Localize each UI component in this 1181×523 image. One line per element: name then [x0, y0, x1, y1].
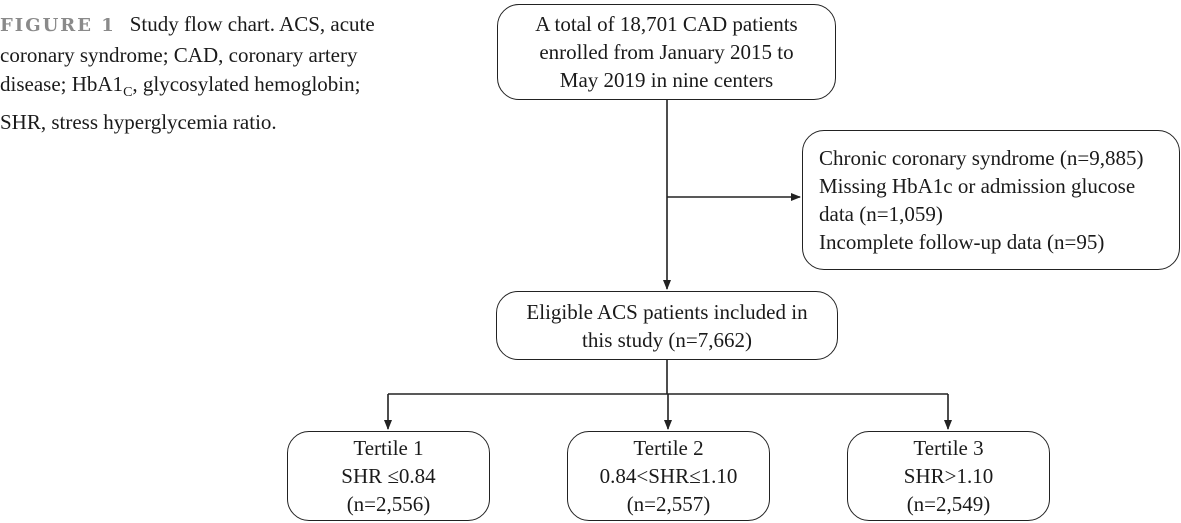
figure-label: FIGURE 1: [0, 15, 116, 36]
node-tertile1-line-2: SHR ≤0.84: [341, 464, 436, 488]
node-tertile-2: Tertile 2 0.84<SHR≤1.10 (n=2,557): [567, 431, 770, 521]
node-tertile1-line-1: Tertile 1: [353, 436, 424, 460]
node-tertile1-line-3: (n=2,556): [346, 492, 431, 516]
node-tertile2-line-2: 0.84<SHR≤1.10: [599, 464, 738, 488]
node-total-patients: A total of 18,701 CAD patients enrolled …: [497, 4, 836, 100]
node-total-line-2: enrolled from January 2015 to: [539, 40, 794, 64]
node-eligible-patients: Eligible ACS patients included in this s…: [496, 291, 838, 360]
node-total-line-3: May 2019 in nine centers: [559, 68, 774, 92]
node-tertile3-line-1: Tertile 3: [913, 436, 984, 460]
caption-subscript: C: [123, 85, 133, 101]
node-tertile3-line-2: SHR>1.10: [903, 464, 994, 488]
node-excluded: Chronic coronary syndrome (n=9,885) Miss…: [802, 130, 1180, 270]
node-tertile-1: Tertile 1 SHR ≤0.84 (n=2,556): [287, 431, 490, 521]
node-tertile2-line-3: (n=2,557): [626, 492, 711, 516]
node-total-line-1: A total of 18,701 CAD patients: [535, 12, 798, 36]
caption-text-2: , glycosylated hemoglobin; SHR, stress h…: [0, 72, 361, 134]
node-excluded-line-1: Chronic coronary syndrome (n=9,885): [819, 146, 1144, 170]
node-excluded-line-2: Missing HbA1c or admission glucose: [819, 174, 1136, 198]
node-excluded-line-3: data (n=1,059): [819, 202, 943, 226]
caption-text-1: Study flow chart. ACS, acute coronary sy…: [0, 12, 375, 96]
node-eligible-line-1: Eligible ACS patients included in: [526, 299, 808, 324]
node-tertile3-line-3: (n=2,549): [906, 492, 991, 516]
node-tertile2-line-1: Tertile 2: [633, 436, 704, 460]
node-tertile-3: Tertile 3 SHR>1.10 (n=2,549): [847, 431, 1050, 521]
node-excluded-line-4: Incomplete follow-up data (n=95): [819, 230, 1105, 254]
node-eligible-line-2: this study (n=7,662): [582, 327, 752, 352]
